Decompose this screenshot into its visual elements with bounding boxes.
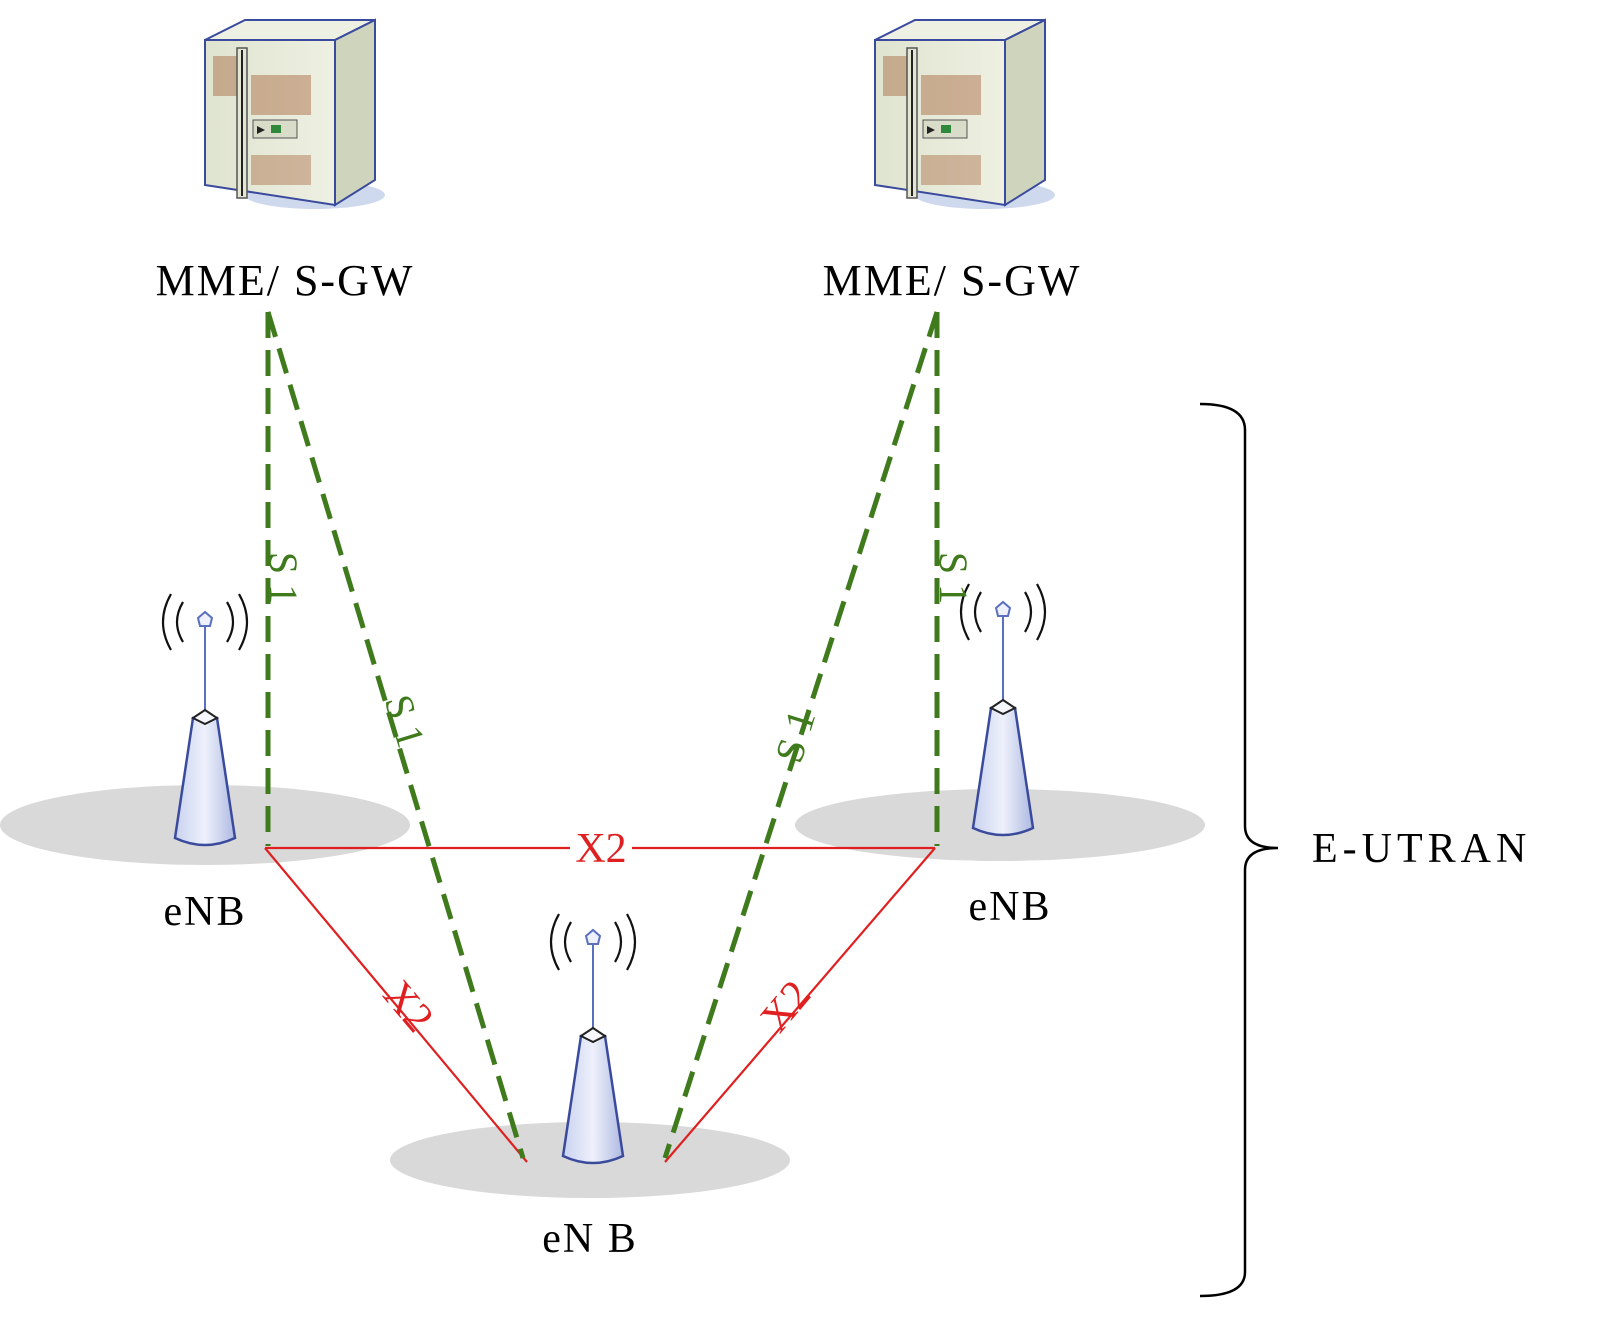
x2-link-left xyxy=(264,847,528,1163)
s1-label-left-vertical: S 1 xyxy=(261,552,306,604)
s1-label-right-diagonal: S 1 xyxy=(766,704,824,767)
s1-link-right-diagonal xyxy=(662,311,940,1159)
base-station-icon xyxy=(173,610,237,847)
server-icon xyxy=(204,19,386,210)
mme-sgw-label-left: MME/ S-GW xyxy=(156,256,415,305)
x2-label-right: X2 xyxy=(752,972,820,1041)
x2-label-top: X2 xyxy=(575,826,626,872)
base-station-icon xyxy=(561,928,625,1165)
enb-label-right: eNB xyxy=(969,884,1052,930)
s1-label-right-vertical: S 1 xyxy=(931,552,976,604)
eutran-group-label: E-UTRAN xyxy=(1312,826,1531,872)
mme-sgw-label-right: MME/ S-GW xyxy=(823,256,1082,305)
enb-label-left: eNB xyxy=(164,889,247,935)
x2-label-left: X2 xyxy=(374,972,442,1041)
base-station-icon xyxy=(971,600,1035,837)
s1-label-left-diagonal: S 1 xyxy=(376,689,434,752)
x2-link-right xyxy=(664,847,936,1163)
enb-label-bottom: eN B xyxy=(542,1216,638,1262)
server-icon xyxy=(874,19,1056,210)
s1-links xyxy=(265,311,940,1159)
s1-link-left-diagonal xyxy=(265,311,526,1159)
eutran-group-brace xyxy=(1199,402,1279,1298)
